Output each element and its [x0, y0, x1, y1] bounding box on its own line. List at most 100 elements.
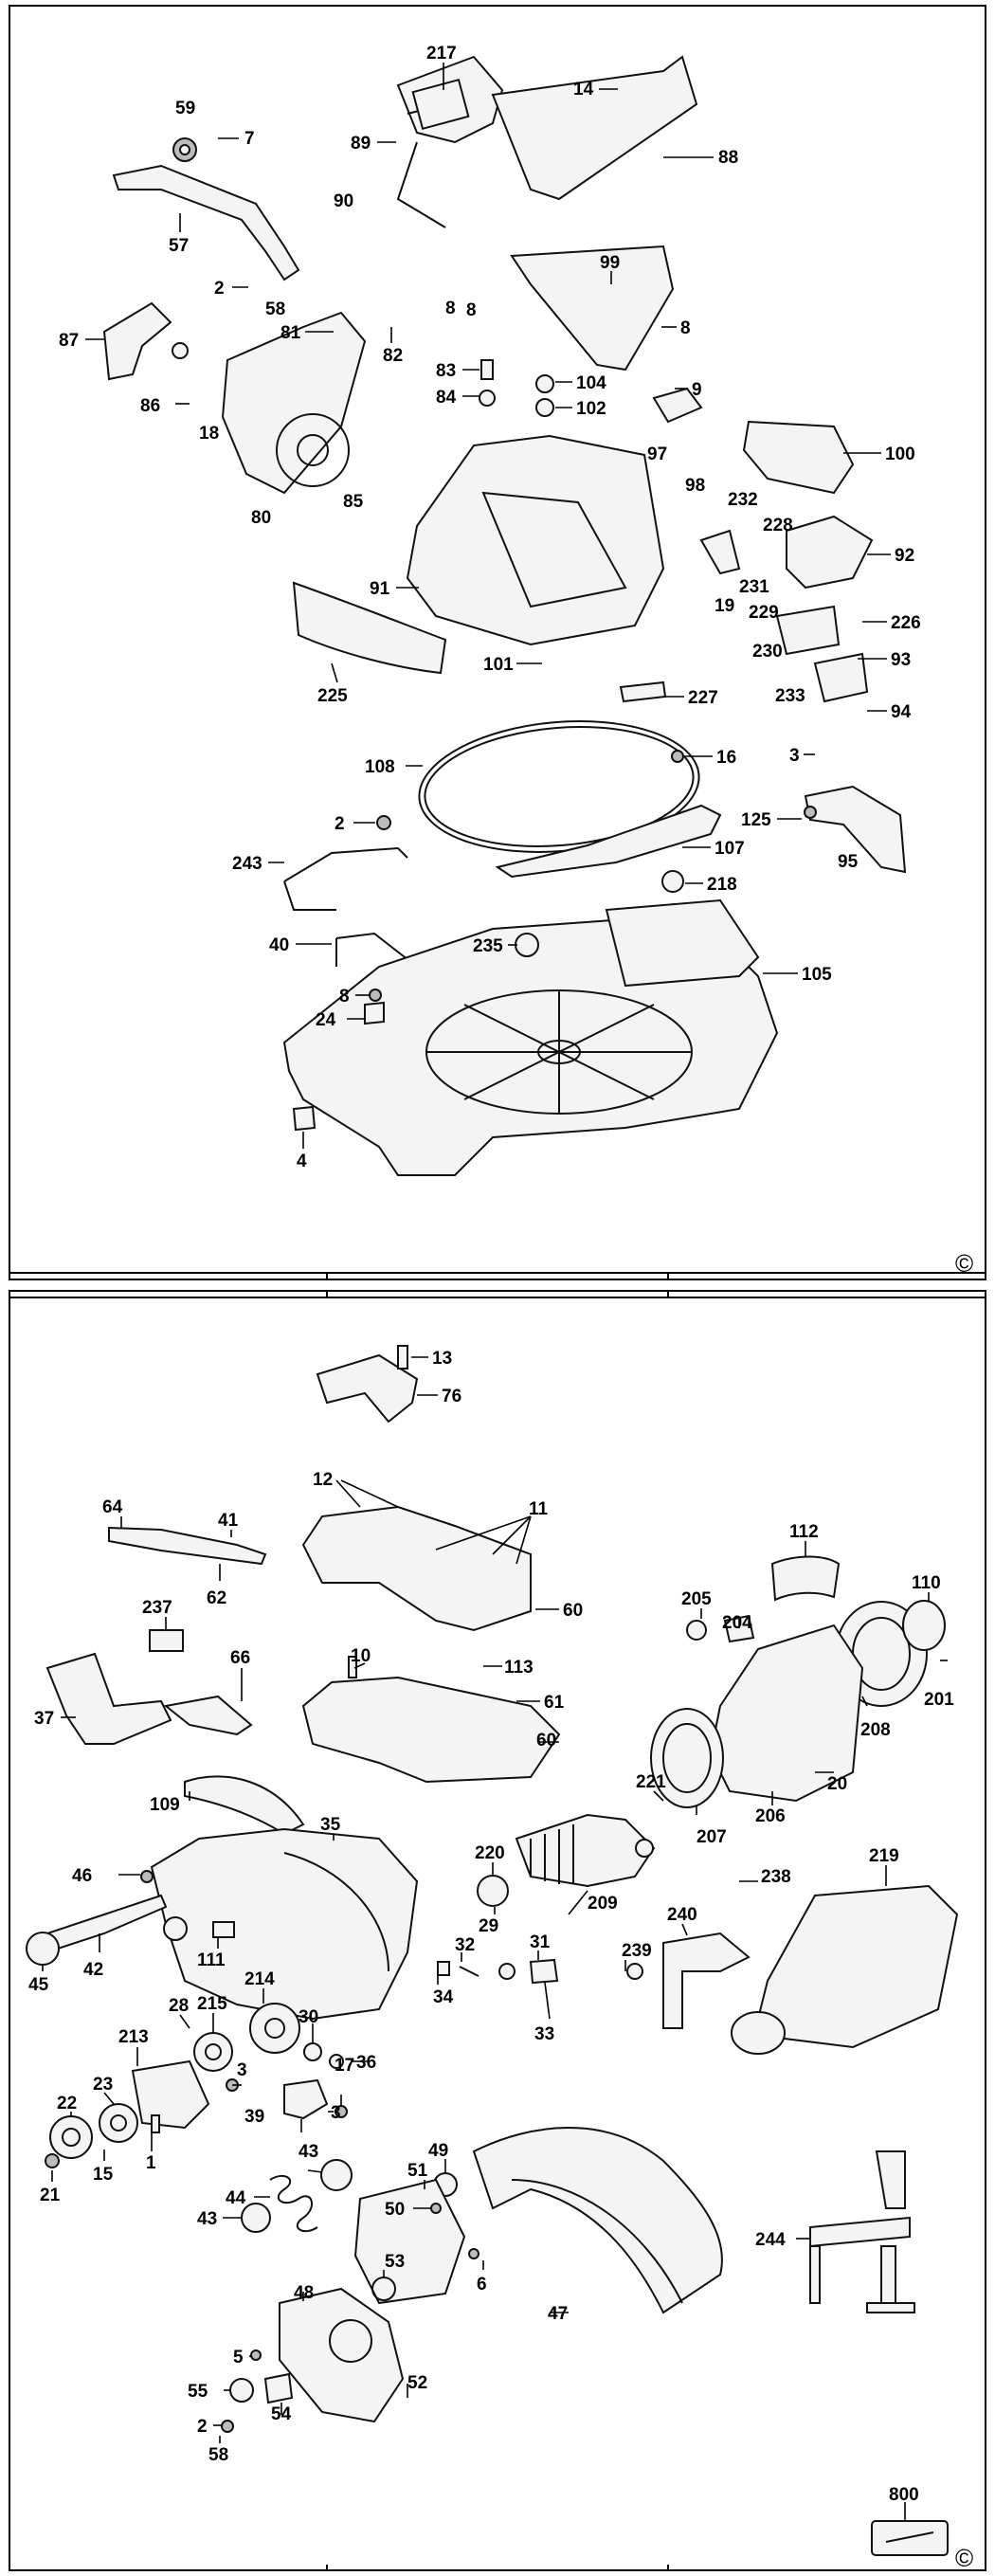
handle-part [316, 1353, 419, 1424]
callout: 90 [334, 191, 353, 211]
callout: 41 [218, 1511, 239, 1531]
callout: 11 [529, 1499, 549, 1519]
callout: 3 [789, 746, 800, 766]
callout: 32 [455, 1935, 475, 1955]
callout: 5 [233, 2348, 244, 2367]
callout: 40 [269, 935, 289, 955]
callout: 8 [466, 300, 477, 320]
callout: 105 [802, 965, 832, 985]
callout: 50 [385, 2200, 405, 2220]
callout: 62 [207, 1588, 226, 1608]
callout: 104 [576, 373, 606, 393]
callout: 29 [479, 1916, 498, 1936]
callout: 30 [298, 2007, 318, 2027]
callout: 205 [681, 1589, 712, 1609]
callout: 85 [343, 492, 364, 512]
callout: 226 [891, 613, 921, 633]
copyright-mark: © [955, 2544, 973, 2572]
callout: 208 [860, 1720, 891, 1740]
callout: 44 [226, 2188, 246, 2208]
callout: 18 [199, 424, 219, 444]
callout: 4 [297, 1152, 307, 1171]
callout: 229 [749, 603, 779, 623]
callout: 15 [93, 2165, 114, 2185]
upper-guard-part [406, 434, 665, 646]
callout: 218 [707, 875, 737, 895]
callout: 31 [530, 1932, 551, 1952]
callout: 80 [251, 508, 271, 528]
callout: 225 [317, 686, 348, 706]
callout: 12 [313, 1470, 333, 1490]
rail-part [510, 245, 675, 372]
callout: 64 [102, 1497, 123, 1517]
callout: 220 [475, 1843, 505, 1863]
callout: 238 [761, 1867, 791, 1887]
callout: 8 [680, 318, 691, 338]
top-callout-labels: 217 14 59 7 89 88 57 90 2 58 99 87 81 82… [59, 44, 973, 1278]
bottom-callout-labels: 13 76 12 11 64 41 62 112 60 237 205 204 … [28, 1349, 973, 2572]
rod-part [283, 846, 408, 911]
callout: 221 [636, 1772, 666, 1792]
callout: 214 [244, 1969, 275, 1989]
callout: 82 [383, 346, 403, 366]
callout: 244 [755, 2230, 786, 2250]
callout: 23 [93, 2075, 113, 2095]
callout: 97 [647, 444, 667, 464]
callout: 1 [146, 2153, 156, 2173]
callout: 48 [294, 2283, 314, 2303]
spring-part [269, 2174, 318, 2233]
callout: 43 [298, 2142, 318, 2162]
callout: 125 [741, 810, 771, 830]
callout: 54 [271, 2404, 292, 2424]
callout: 10 [351, 1646, 371, 1666]
callout: 24 [316, 1010, 336, 1030]
callout: 14 [573, 80, 594, 100]
callout: 3 [237, 2060, 247, 2080]
lock-handle-part [112, 164, 300, 281]
callout: 2 [197, 2417, 208, 2437]
dust-bag-part [756, 1884, 959, 2049]
callout: 207 [696, 1827, 727, 1847]
callout: 46 [72, 1866, 92, 1886]
callout: 98 [685, 476, 705, 496]
callout: 209 [588, 1894, 618, 1914]
callout: 34 [433, 1987, 454, 2007]
callout: 57 [169, 236, 189, 256]
callout: 217 [426, 44, 457, 63]
switch-housing-part [301, 1676, 561, 1784]
callout: 53 [385, 2252, 405, 2272]
callout: 215 [197, 1994, 227, 2014]
callout: 86 [140, 396, 160, 416]
callout: 204 [722, 1613, 752, 1633]
callout: 13 [432, 1349, 452, 1369]
callout: 232 [728, 490, 758, 510]
callout: 43 [197, 2209, 217, 2229]
callout: 94 [891, 702, 912, 722]
callout: 7 [244, 129, 255, 149]
callout: 219 [869, 1846, 899, 1866]
kerf-plate-part [495, 804, 722, 879]
callout: 60 [563, 1601, 583, 1621]
callout: 213 [118, 2027, 149, 2047]
bottom-assembly-drawings [26, 1345, 959, 2556]
callout: 109 [150, 1795, 180, 1815]
callout: 113 [504, 1658, 534, 1678]
callout: 107 [715, 839, 745, 859]
callout: 227 [688, 688, 718, 708]
callout: 240 [667, 1905, 697, 1925]
callout: 231 [739, 577, 769, 597]
shaft-part [108, 1526, 267, 1566]
callout: 58 [208, 2445, 228, 2465]
callout: 237 [142, 1598, 172, 1618]
callout: 233 [775, 686, 805, 706]
callout: 228 [763, 516, 793, 535]
callout: 81 [280, 323, 301, 343]
cover-part [742, 420, 855, 495]
callout: 52 [407, 2373, 427, 2393]
callout: 22 [57, 2094, 77, 2113]
callout: 59 [175, 99, 195, 118]
callout: 2 [335, 814, 345, 834]
callout: 47 [548, 2304, 568, 2324]
bevel-bracket-part [221, 311, 367, 495]
